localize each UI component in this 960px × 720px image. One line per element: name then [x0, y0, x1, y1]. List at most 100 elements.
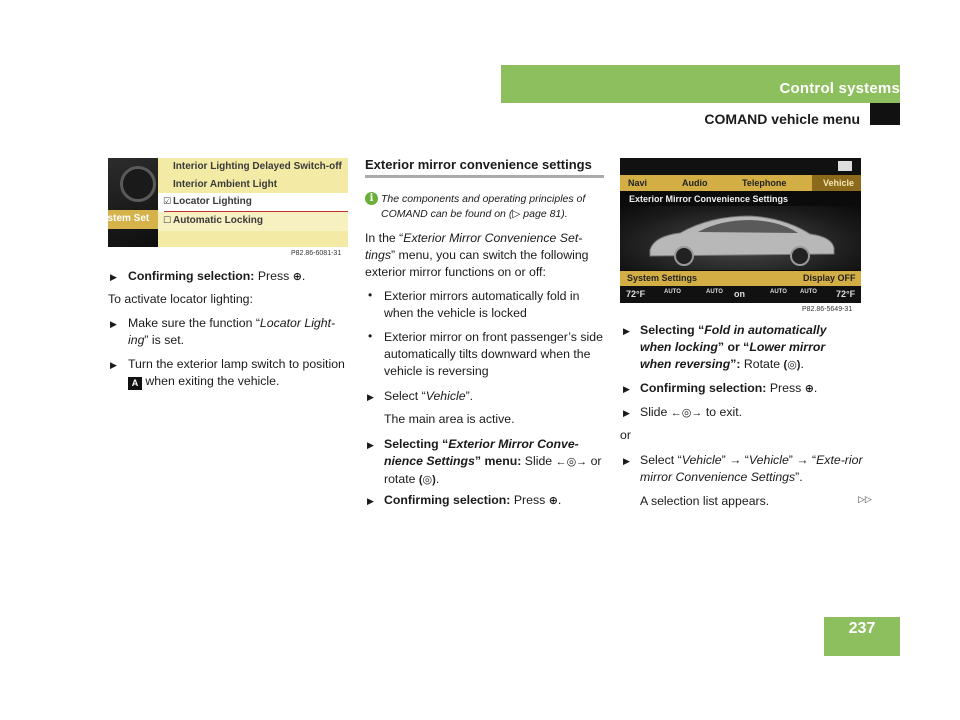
press-knob-icon: ⊕ — [548, 495, 558, 507]
step-turn-switch: Turn the exterior lamp switch to positio… — [128, 356, 352, 390]
path-separator: ” → “ — [721, 453, 749, 467]
nav-item-navi: Navi — [628, 178, 648, 188]
step-selecting-menu: Selecting “Exterior Mirror Conve-nience … — [384, 436, 606, 489]
auto-label: AUTO — [664, 289, 681, 295]
body-text: ” menu, you can switch the following ext… — [365, 248, 589, 279]
image-caption: P82.86-6081-31 — [291, 250, 342, 257]
option-name: Fold in automatically when locking — [640, 323, 827, 354]
menu-name: Vehicle — [425, 389, 466, 403]
bullet-icon: • — [368, 288, 373, 302]
step-label: ”: — [730, 357, 741, 371]
step-arrow-icon: ▶ — [367, 496, 374, 506]
body-text: In the “ — [365, 231, 404, 245]
slide-knob-icon: ←◎→ — [670, 407, 703, 419]
car-silhouette-icon — [649, 215, 835, 266]
bullet-item: Exterior mirrors automatically fold in w… — [384, 289, 580, 320]
nav-item-vehicle: Vehicle — [823, 178, 855, 188]
section-title: Control systems — [779, 80, 900, 97]
menu-item-selected: ☑ Locator Lighting — [158, 193, 348, 212]
step-text: Rotate — [743, 357, 781, 371]
step-label: ” menu: — [474, 454, 522, 468]
page-number: 237 — [848, 620, 876, 637]
path-separator: ” → “ — [788, 453, 817, 467]
step-slide-exit: Slide ←◎→ to exit. — [640, 404, 742, 422]
step-text: Slide — [640, 405, 668, 419]
car-display — [620, 206, 861, 270]
menu-name: Exterior Mirror Conve-nience Settings — [384, 437, 579, 468]
step-text: ” is set. — [144, 333, 185, 347]
wheel-graphic — [120, 166, 156, 202]
step-label: Selecting “ — [384, 437, 449, 451]
mirror-settings-screenshot: Navi Audio Telephone Vehicle Exterior Mi… — [620, 158, 861, 303]
active-tab-highlight — [812, 175, 861, 191]
checkbox-checked-icon: ☑ — [163, 196, 172, 206]
auto-label: AUTO — [706, 289, 723, 295]
menu-item-label: Interior Ambient Light — [173, 179, 278, 190]
step-text: Make sure the function “ — [128, 316, 260, 330]
option-name: Lower mirror when reversing — [640, 340, 826, 371]
bullet-item: Exterior mirror on front passenger’s sid… — [384, 330, 603, 378]
step-label: Selecting “ — [640, 323, 705, 337]
step-arrow-icon: ▶ — [110, 360, 117, 370]
checkbox-unchecked-icon: ☐ — [163, 215, 172, 225]
step-select-vehicle: Select “Vehicle”. — [384, 388, 473, 405]
status-bar — [620, 158, 861, 175]
step-select-path: Select “Vehicle” → “Vehicle” → “Exte-rio… — [640, 452, 865, 486]
slide-knob-icon: ←◎→ — [555, 456, 588, 468]
lamp-auto-icon: A — [128, 377, 142, 390]
menu-intro: In the “Exterior Mirror Convenience Set-… — [365, 230, 605, 281]
step-text: Press — [513, 493, 546, 507]
step-arrow-icon: ▶ — [623, 326, 630, 336]
step-text: ”. — [465, 389, 474, 403]
menu-item: ☐ Automatic Locking — [158, 212, 348, 231]
climate-bar: 72°F AUTO AUTO on AUTO AUTO 72°F — [620, 286, 861, 303]
step-make-sure: Make sure the function “Locator Light-in… — [128, 315, 350, 349]
step-label: ” or “ — [717, 340, 750, 354]
step-arrow-icon: ▶ — [110, 272, 117, 282]
step-confirm: Confirming selection: Press ⊕. — [640, 380, 817, 398]
system-settings-label: ystem Set — [108, 213, 150, 224]
step-selecting-option: Selecting “Fold in automatically when lo… — [640, 322, 845, 374]
step-label: Confirming selection: — [640, 381, 767, 395]
selection-divider — [164, 211, 348, 212]
press-knob-icon: ⊕ — [804, 383, 814, 395]
page-subtitle: COMAND vehicle menu — [704, 111, 860, 127]
step-result: The main area is active. — [384, 412, 515, 426]
function-name: Locator Light-ing — [128, 316, 336, 347]
system-settings-tab — [108, 210, 158, 229]
step-text: ”. — [795, 470, 803, 484]
settings-menu: Interior Lighting Delayed Switch-off Int… — [158, 158, 348, 247]
menu-item-label: Interior Lighting Delayed Switch-off — [173, 161, 342, 172]
section-heading: Exterior mirror convenience settings — [365, 157, 592, 172]
auto-label: AUTO — [800, 289, 817, 295]
header-marker — [870, 103, 900, 125]
step-text: or rotate — [384, 454, 602, 486]
step-label: Confirming selection: — [384, 493, 511, 507]
menu-item-label: Locator Lighting — [173, 196, 252, 207]
rotate-knob-icon: (◎) — [783, 359, 801, 371]
page-number-box — [824, 617, 900, 656]
rotate-knob-icon: (◎) — [418, 474, 436, 486]
temp-left: 72°F — [626, 289, 646, 299]
menu-name: Vehicle — [748, 453, 789, 467]
step-arrow-icon: ▶ — [110, 319, 117, 329]
step-confirm: Confirming selection: Press ⊕. — [384, 492, 561, 510]
step-confirm: Confirming selection: Press ⊕. — [128, 268, 305, 286]
bottom-menu-bar: System Settings Display OFF — [620, 271, 861, 286]
step-text: Press — [257, 269, 290, 283]
display-off-label: Display OFF — [803, 273, 856, 283]
step-arrow-icon: ▶ — [367, 440, 374, 450]
step-arrow-icon: ▶ — [623, 456, 630, 466]
step-text: Select “ — [384, 389, 426, 403]
system-settings-label: System Settings — [627, 273, 698, 283]
continue-icon: ▷▷ — [858, 494, 872, 504]
step-arrow-icon: ▶ — [623, 408, 630, 418]
image-caption: P82.86-5649-31 — [802, 306, 853, 313]
step-text: Turn the exterior lamp switch to positio… — [128, 357, 345, 371]
nav-item-audio: Audio — [682, 178, 708, 188]
step-label: Confirming selection: — [128, 269, 255, 283]
menu-name: Vehicle — [681, 453, 722, 467]
auto-label: AUTO — [770, 289, 787, 295]
step-arrow-icon: ▶ — [623, 384, 630, 394]
nav-item-telephone: Telephone — [742, 178, 787, 188]
